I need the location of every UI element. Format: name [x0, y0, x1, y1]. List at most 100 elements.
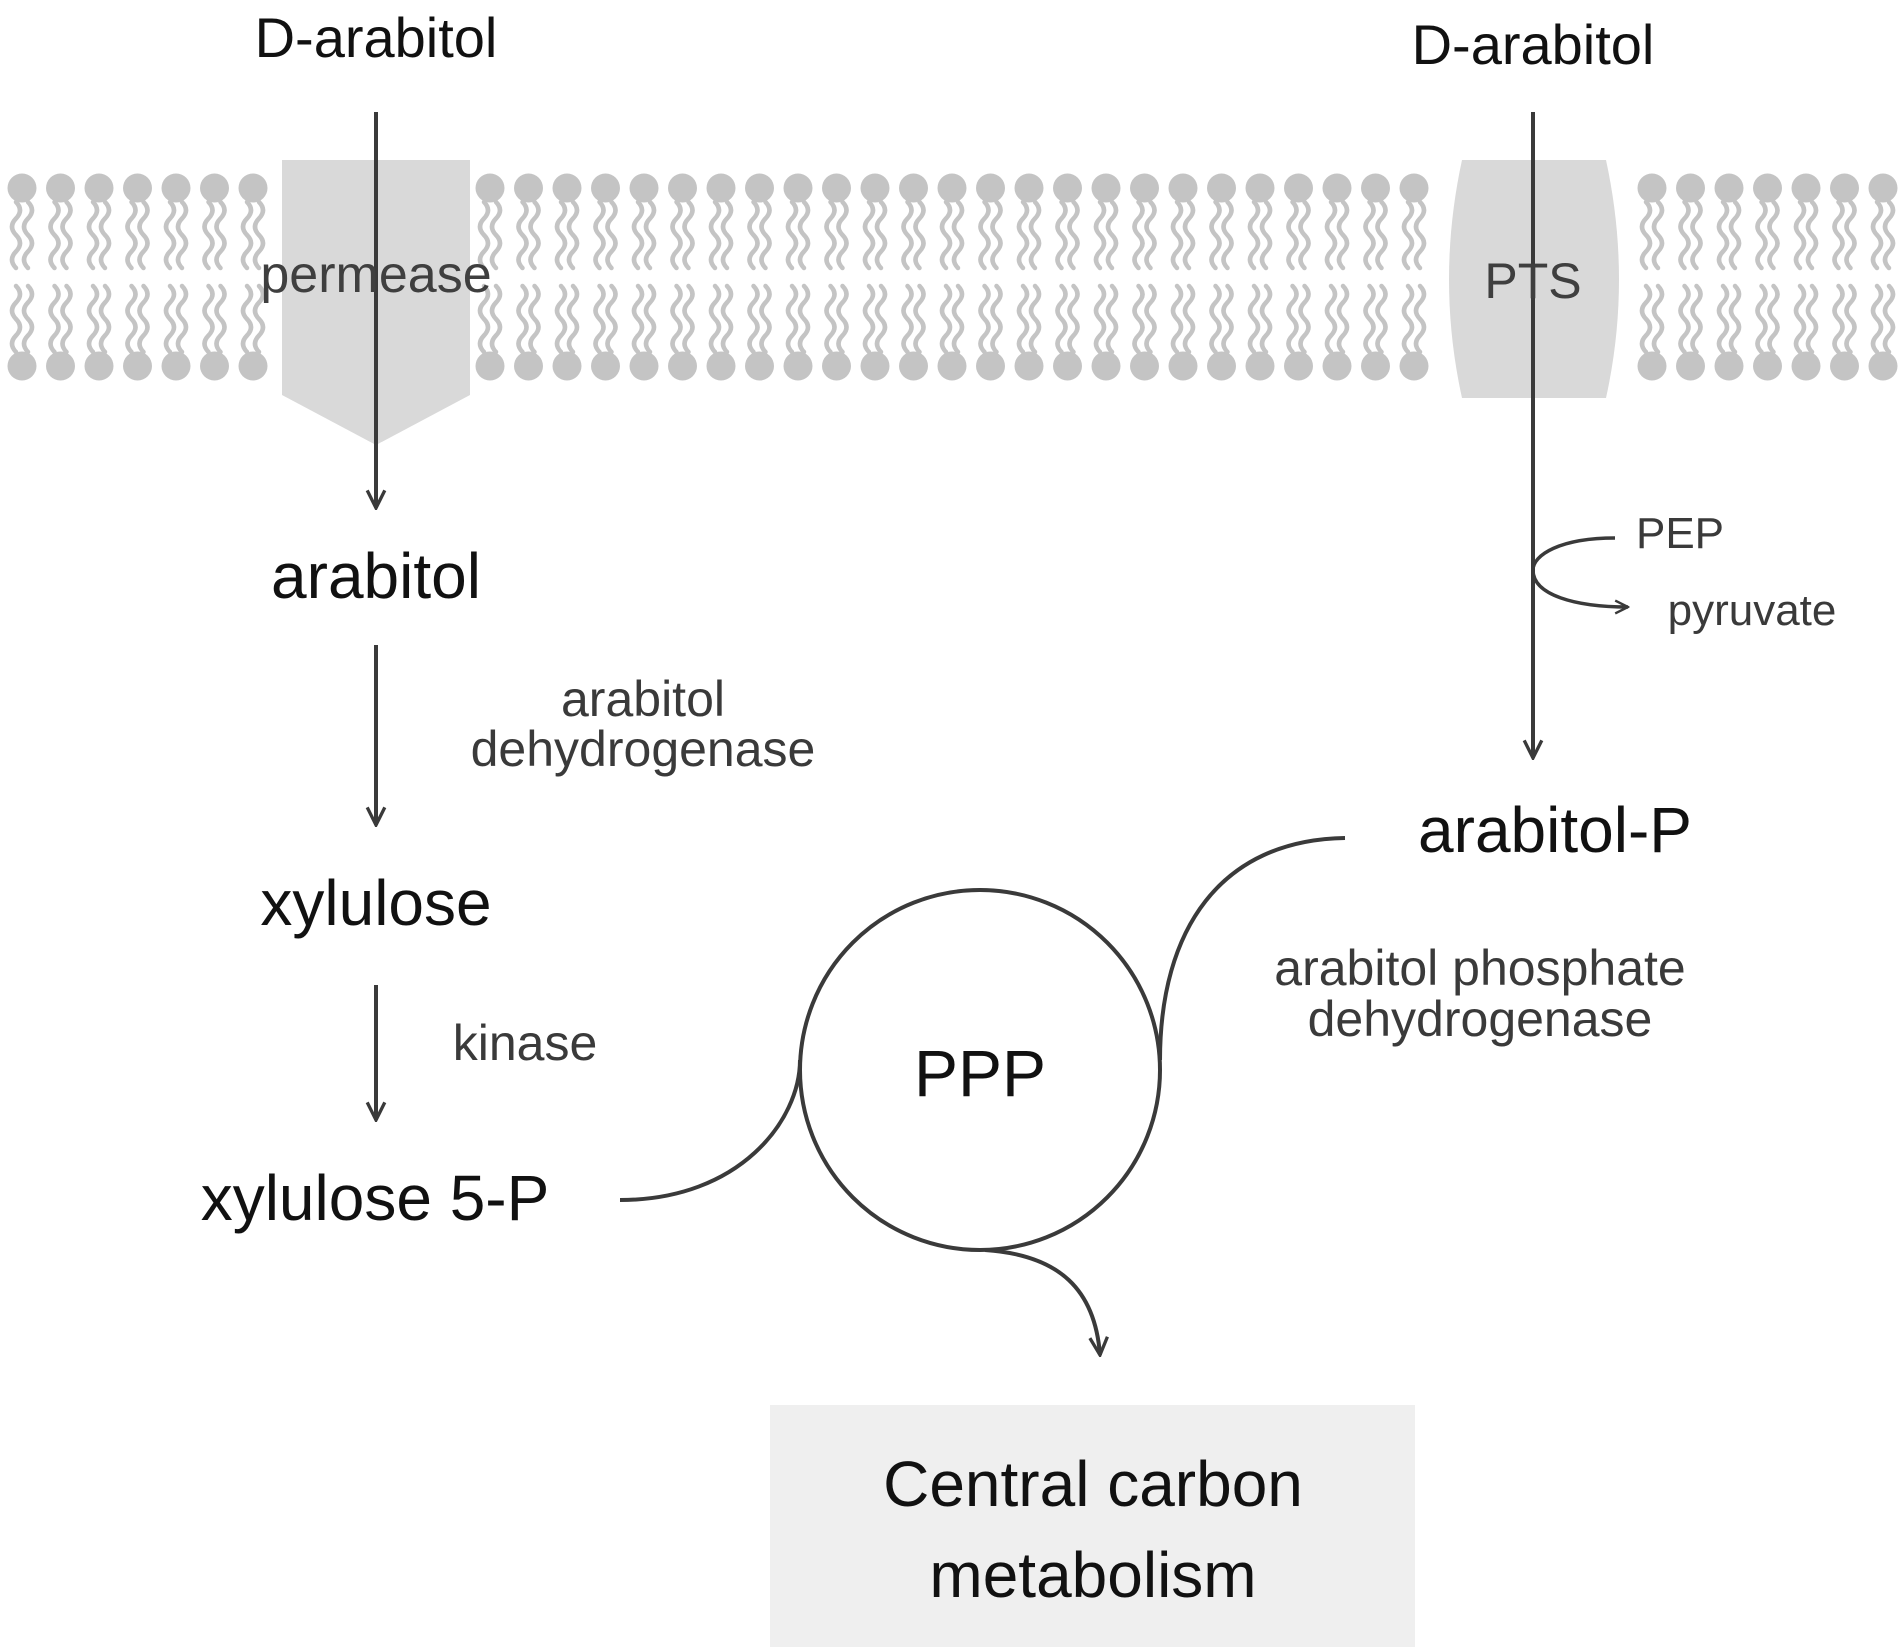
arabitol-p-to-ppp-connector [1158, 836, 1346, 1061]
lipid-head [161, 173, 191, 203]
lipid-head [745, 173, 774, 203]
lipid-tail [643, 283, 657, 355]
lipid-head [7, 351, 37, 381]
ppp-label: PPP [914, 1036, 1046, 1110]
lipid-tail [1209, 283, 1222, 355]
lipid-tail [643, 199, 657, 271]
lipid-tail [901, 283, 914, 355]
left-d-arabitol-label: D-arabitol [255, 6, 498, 69]
lipid-tail [708, 199, 722, 271]
lipid-tail [1286, 283, 1299, 355]
lipid-tail [1375, 283, 1388, 355]
lipid-head [822, 173, 851, 203]
lipid-tail [836, 283, 849, 355]
lipid-tail [489, 283, 503, 355]
lipid-tail [1767, 199, 1780, 271]
lipid-tail [9, 283, 23, 355]
lipid-head [475, 173, 505, 203]
lipid-tail [785, 199, 799, 271]
lipid-tail [939, 199, 953, 271]
lipid-head [937, 351, 967, 381]
lipid-head [591, 351, 620, 381]
lipid-tail [670, 199, 683, 271]
lipid-tail [1221, 199, 1234, 271]
lipid-tail [1716, 199, 1730, 271]
lipid-head [123, 351, 152, 381]
lipid-tail [214, 283, 227, 355]
lipid-head [1053, 351, 1082, 381]
lipid-head [1284, 351, 1313, 381]
lipid-tail [682, 199, 695, 271]
lipid-tail [1028, 199, 1042, 271]
lipid-tail [1882, 283, 1896, 355]
lipid-head [1830, 351, 1859, 381]
lipid-head [976, 173, 1005, 203]
lipid-tail [554, 283, 568, 355]
lipid-tail [1832, 199, 1845, 271]
lipid-head [668, 351, 697, 381]
lipid-tail [874, 283, 888, 355]
lipid-head [1207, 173, 1236, 203]
lipid-tail [48, 283, 61, 355]
lipid-tail [862, 283, 876, 355]
lipid-tail [1016, 283, 1030, 355]
right-d-arabitol-label: D-arabitol [1412, 13, 1655, 76]
lipid-tail [1336, 283, 1350, 355]
cell-membrane [7, 173, 1898, 381]
lipid-head [1168, 173, 1198, 203]
pts-label: PTS [1484, 253, 1581, 309]
lipid-tail [202, 283, 215, 355]
lipid-tail [1690, 199, 1703, 271]
lipid-tail [1639, 199, 1653, 271]
lipid-head [1130, 173, 1159, 203]
lipid-tail [593, 199, 606, 271]
xylulose-5p-label: xylulose 5-P [201, 1162, 550, 1234]
central-metabolism-label-2: metabolism [929, 1539, 1256, 1611]
lipid-tail [566, 199, 580, 271]
lipid-head [475, 351, 505, 381]
lipid-head [1245, 173, 1275, 203]
lipid-head [1676, 351, 1705, 381]
lipid-tail [1413, 283, 1427, 355]
lipid-head [1091, 173, 1121, 203]
lipid-head [1868, 351, 1898, 381]
lipid-tail [747, 199, 760, 271]
lipid-tail [1413, 199, 1427, 271]
lipid-tail [1093, 283, 1107, 355]
lipid-head [123, 173, 152, 203]
lipid-head [860, 173, 890, 203]
lipid-tail [1678, 199, 1691, 271]
lipid-head [84, 351, 114, 381]
lipid-tail [60, 199, 73, 271]
lipid-tail [1132, 283, 1145, 355]
lipid-tail [240, 199, 254, 271]
lipid-tail [252, 283, 266, 355]
lipid-tail [824, 283, 837, 355]
lipid-tail [125, 199, 138, 271]
lipid-tail [1805, 199, 1819, 271]
lipid-tail [252, 199, 266, 271]
arabitol-dehydrogenase-label-1: arabitol [561, 671, 725, 727]
lipid-tail [1767, 283, 1780, 355]
lipid-tail [1247, 199, 1261, 271]
lipid-tail [98, 199, 112, 271]
lipid-head [84, 173, 114, 203]
lipid-tail [489, 199, 503, 271]
lipid-tail [951, 283, 965, 355]
lipid-tail [862, 199, 876, 271]
lipid-head [552, 351, 582, 381]
lipid-tail [137, 199, 150, 271]
lipid-tail [913, 199, 926, 271]
lipid-tail [137, 283, 150, 355]
lipid-head [899, 351, 928, 381]
lipid-tail [951, 199, 965, 271]
lipid-head [46, 173, 75, 203]
lipid-tail [1882, 199, 1896, 271]
lipid-tail [516, 283, 529, 355]
lipid-head [1168, 351, 1198, 381]
xylulose-5p-to-ppp-connector [619, 1059, 802, 1202]
lipid-head [783, 351, 813, 381]
lipid-head [552, 173, 582, 203]
lipid-head [937, 173, 967, 203]
